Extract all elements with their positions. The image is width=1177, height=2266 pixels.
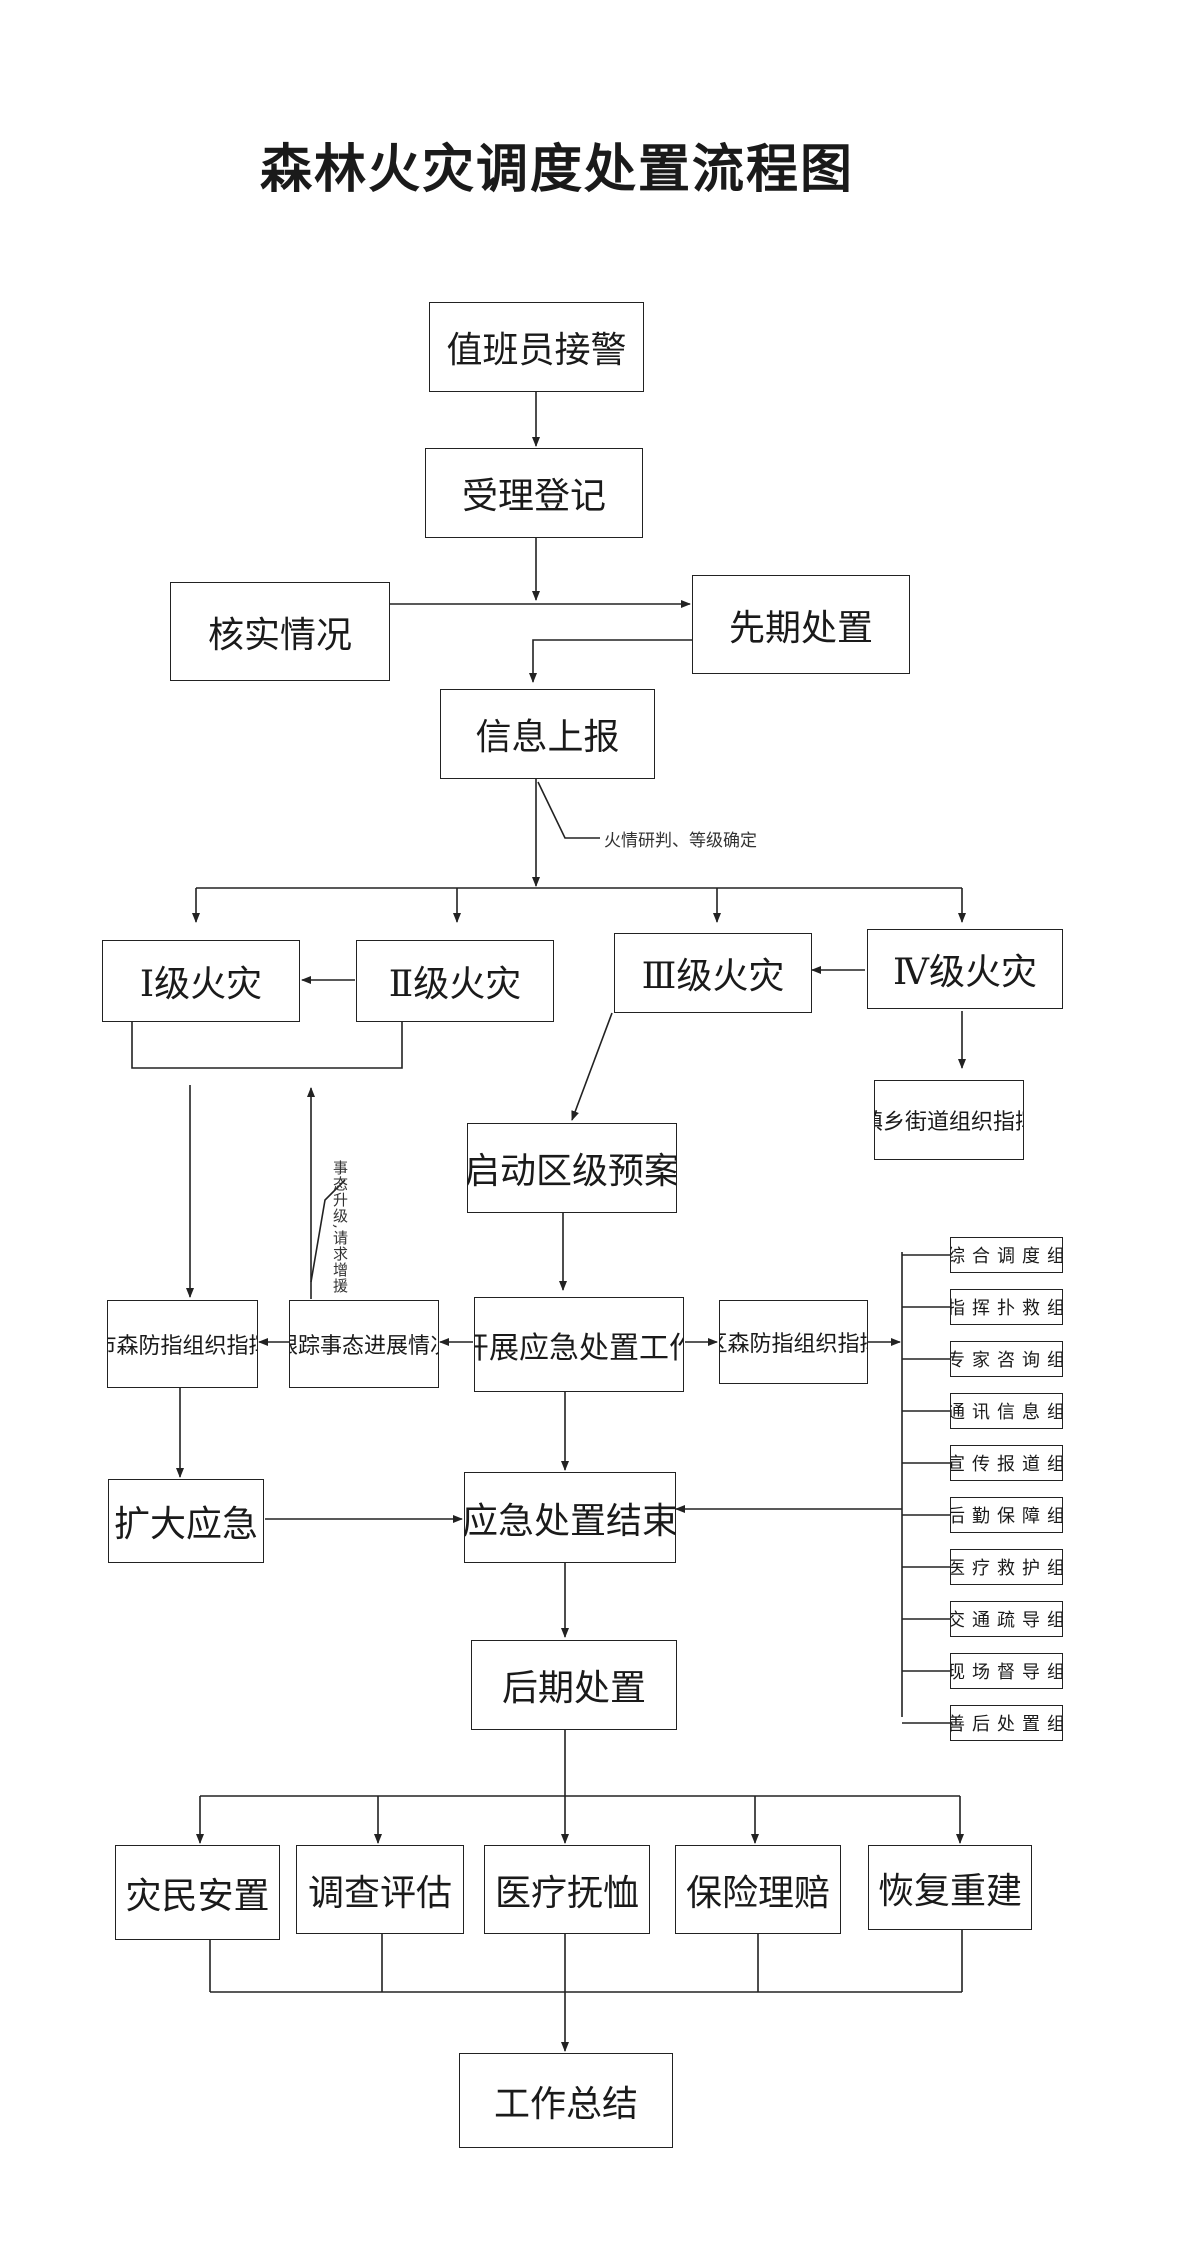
- register-node: 受理登记: [425, 448, 643, 538]
- end-emergency-node: 应急处置结束: [464, 1472, 676, 1563]
- emergency-work-node: 开展应急处置工作: [474, 1297, 684, 1392]
- group-item: 通讯信息组: [950, 1393, 1063, 1429]
- insurance-node: 保险理赔: [675, 1845, 841, 1934]
- level2-node: Ⅱ级火灾: [356, 940, 554, 1022]
- page-title: 森林火灾调度处置流程图: [260, 140, 855, 200]
- group-item: 后勤保障组: [950, 1497, 1063, 1533]
- group-item: 交通疏导组: [950, 1601, 1063, 1637]
- township-command-node: 镇乡街道组织指挥: [874, 1080, 1024, 1160]
- group-item: 指挥扑救组: [950, 1289, 1063, 1325]
- group-item: 综合调度组: [950, 1237, 1063, 1273]
- rebuild-node: 恢复重建: [868, 1845, 1032, 1930]
- group-item: 专家咨询组: [950, 1341, 1063, 1377]
- escalation-annotation: 事态升级,请求增援: [331, 1160, 349, 1294]
- investigate-node: 调查评估: [296, 1845, 464, 1934]
- report-node: 信息上报: [440, 689, 655, 779]
- expand-emergency-node: 扩大应急: [108, 1479, 264, 1563]
- city-command-node: 市森防指组织指挥: [107, 1300, 258, 1388]
- summary-node: 工作总结: [459, 2053, 673, 2148]
- medical-relief-node: 医疗抚恤: [484, 1845, 650, 1934]
- track-progress-node: 跟踪事态进展情况: [289, 1300, 439, 1388]
- fire-judgement-annotation: 火情研判、等级确定: [604, 831, 757, 851]
- level3-node: Ⅲ级火灾: [614, 933, 812, 1013]
- level1-node: Ⅰ级火灾: [102, 940, 300, 1022]
- group-item: 现场督导组: [950, 1653, 1063, 1689]
- district-command-node: 区森防指组织指挥: [719, 1300, 868, 1384]
- district-plan-node: 启动区级预案: [467, 1123, 677, 1213]
- aftermath-node: 后期处置: [471, 1640, 677, 1730]
- resettle-node: 灾民安置: [115, 1845, 280, 1940]
- verify-node: 核实情况: [170, 582, 390, 681]
- group-item: 宣传报道组: [950, 1445, 1063, 1481]
- level4-node: Ⅳ级火灾: [867, 929, 1063, 1009]
- group-item: 医疗救护组: [950, 1549, 1063, 1585]
- group-item: 善后处置组: [950, 1705, 1063, 1741]
- initial-response-node: 先期处置: [692, 575, 910, 674]
- receive-alarm-node: 值班员接警: [429, 302, 644, 392]
